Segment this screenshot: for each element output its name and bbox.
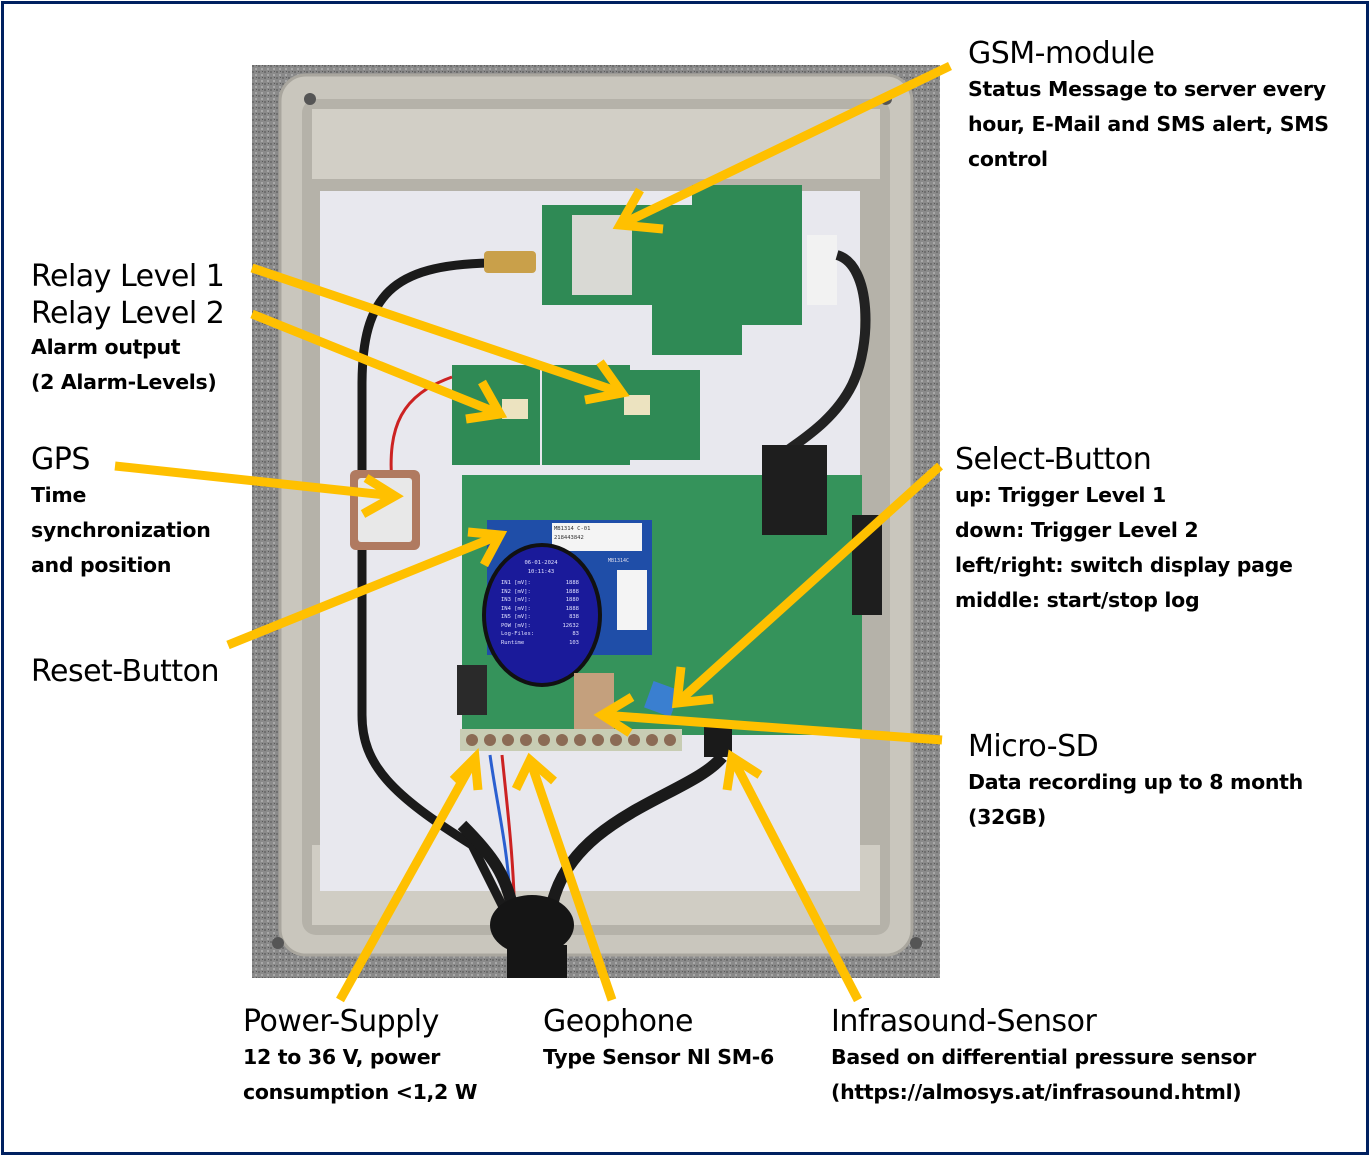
board-label-line2: 218443842 (554, 535, 584, 541)
board-label-line1: MB1314 C-01 (554, 526, 591, 532)
display-row: IN4 [mV]: 1888 (501, 605, 579, 614)
relay-desc-line: (2 Alarm-Levels) (31, 370, 217, 394)
geophone-desc-line: Type Sensor Nl SM-6 (543, 1045, 774, 1069)
display-row-key: Runtime (501, 639, 525, 646)
display-row: IN5 [mV]: 838 (501, 613, 579, 622)
display-row-key: IN2 [mV]: (501, 588, 531, 595)
infrasound-connector (704, 725, 732, 757)
screw-bottom-left (272, 937, 284, 949)
display-row: IN2 [mV]: 1888 (501, 588, 579, 597)
display-row-key: Log-Files: (501, 631, 535, 637)
display-row: IN3 [mV]: 1880 (501, 596, 579, 605)
relay-2-title: Relay Level 2 (31, 296, 225, 331)
display-row: IN1 [mV]: 1888 (501, 579, 579, 588)
gsm-carrier-board (692, 185, 802, 325)
power-title: Power-Supply (243, 1004, 439, 1039)
annotation-relay: Relay Level 1 Relay Level 2 Alarm output… (31, 254, 225, 400)
ribbon-connector (762, 445, 827, 535)
gsm-carrier-ext (652, 305, 742, 355)
select-button (644, 681, 680, 717)
display-row-value: 83 (572, 631, 579, 637)
annotation-gsm: GSM-module Status Message to server ever… (968, 36, 1329, 177)
display-row-key: IN5 [mV]: (501, 614, 531, 620)
display-row-value: 838 (569, 614, 579, 620)
gps-desc-line: Time (31, 483, 87, 507)
board-label-3: MB1314C (608, 558, 630, 564)
geophone-title: Geophone (543, 1004, 693, 1039)
display-row-value: 1888 (565, 588, 579, 595)
board-label-text: MB1314 C-01 218443842 (554, 525, 590, 543)
select-desc-line: up: Trigger Level 1 (955, 483, 1166, 507)
annotation-geophone: Geophone Type Sensor Nl SM-6 (543, 1004, 774, 1075)
sma-connector (484, 251, 536, 273)
gsm-connector (807, 235, 837, 305)
relay-1-title: Relay Level 1 (31, 259, 225, 294)
infrasound-desc-line: (https://almosys.at/infrasound.html) (831, 1080, 1242, 1104)
enclosure-illustration (252, 65, 940, 978)
gps-patch (358, 478, 412, 542)
power-connector (457, 665, 487, 715)
display-row-key: POW [mV]: (501, 622, 531, 629)
display-row: Log-Files: 83 (501, 630, 579, 639)
gsm-title: GSM-module (968, 36, 1155, 71)
screw-top-left (304, 93, 316, 105)
relay-1 (502, 399, 528, 419)
select-desc-line: down: Trigger Level 2 (955, 518, 1199, 542)
display-row: Runtime 103 (501, 639, 579, 648)
relay-2 (624, 395, 650, 415)
board-label (552, 523, 642, 551)
display-row-value: 103 (569, 639, 579, 646)
screw-bottom-right (910, 937, 922, 949)
enclosure-top-rib (312, 109, 880, 179)
display-row-value: 1888 (565, 605, 579, 612)
annotation-select: Select-Button up: Trigger Level 1 down: … (955, 442, 1293, 618)
microsd-title: Micro-SD (968, 729, 1099, 764)
power-desc-line: consumption <1,2 W (243, 1080, 478, 1104)
micro-sd-card (574, 673, 614, 729)
side-connector (852, 515, 882, 615)
select-title: Select-Button (955, 442, 1152, 477)
gsm-chip (572, 215, 632, 295)
gps-desc-line: and position (31, 553, 172, 577)
annotation-infrasound: Infrasound-Sensor Based on differential … (831, 1004, 1256, 1110)
select-desc-line: middle: start/stop log (955, 588, 1200, 612)
infrasound-title: Infrasound-Sensor (831, 1004, 1097, 1039)
display-row: POW [mV]: 12632 (501, 622, 579, 631)
display-row-value: 1888 (565, 580, 579, 586)
display-row-value: 12632 (562, 622, 579, 629)
qr-label (617, 570, 647, 630)
wire-red (500, 754, 516, 896)
display-date: 06-01-2024 (524, 560, 558, 566)
power-desc-line: 12 to 36 V, power (243, 1045, 441, 1069)
select-desc-line: left/right: switch display page (955, 553, 1293, 577)
gps-desc-line: synchronization (31, 518, 211, 542)
ribbon-wires (778, 250, 871, 459)
gsm-desc-line: Status Message to server every (968, 77, 1326, 101)
display-row-key: IN4 [mV]: (501, 605, 531, 612)
screw-top-right (880, 93, 892, 105)
relay-board-2 (542, 365, 630, 465)
gsm-desc-line: hour, E-Mail and SMS alert, SMS (968, 112, 1329, 136)
display-row-value: 1880 (565, 597, 579, 603)
microsd-desc-line: Data recording up to 8 month (968, 770, 1303, 794)
reset-title: Reset-Button (31, 654, 220, 689)
annotation-reset: Reset-Button (31, 654, 220, 690)
annotation-power: Power-Supply 12 to 36 V, power consumpti… (243, 1004, 477, 1110)
annotation-microsd: Micro-SD Data recording up to 8 month (3… (968, 729, 1303, 835)
display-row-key: IN3 [mV]: (501, 597, 531, 603)
gps-title: GPS (31, 442, 90, 477)
microsd-desc-line: (32GB) (968, 805, 1046, 829)
gsm-desc-line: control (968, 147, 1048, 171)
display-row-key: IN1 [mV]: (501, 580, 531, 586)
cable-gland-base (507, 945, 567, 978)
display-time: 10:11:43 (527, 568, 555, 575)
relay-desc-line: Alarm output (31, 335, 181, 359)
infrasound-desc-line: Based on differential pressure sensor (831, 1045, 1256, 1069)
annotation-gps: GPS Time synchronization and position (31, 442, 211, 583)
